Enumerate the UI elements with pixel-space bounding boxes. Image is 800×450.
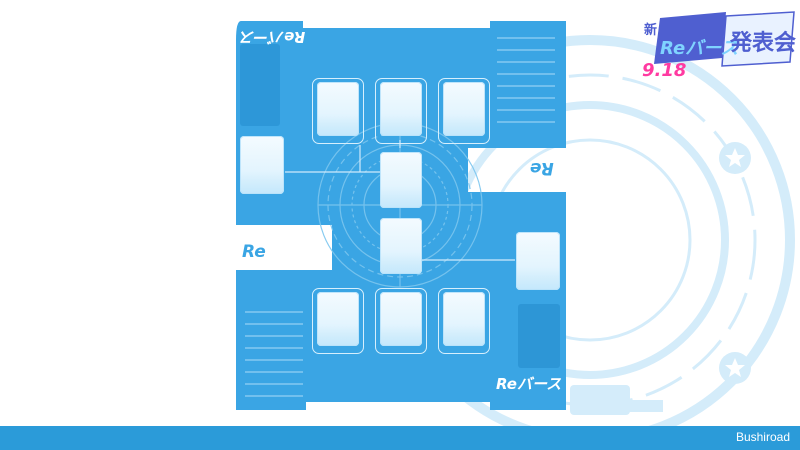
event-logo-brand: Reバース [660,38,738,59]
copyright-text: Bushiroad [735,430,790,444]
top-left-zone [240,44,280,126]
card-slot-center-bottom[interactable] [380,218,422,274]
card-slot-bottom-2[interactable] [380,292,422,346]
slot-frame-bottom-3 [438,288,490,354]
card-slot-right[interactable] [516,232,560,290]
card-slot-top-3[interactable] [443,82,485,136]
mat-logo-side-right: Re [530,158,554,178]
card-slot-top-2[interactable] [380,82,422,136]
slot-frame-bottom-2 [375,288,427,354]
slot-frame-bottom-1 [312,288,364,354]
mat-logo-side-left: Re [242,242,266,262]
footer-bar: Bushiroad [0,426,800,450]
mat-logo-bottom-right: Reバース [496,375,562,393]
slot-frame-top-3 [438,78,490,144]
event-logo-subtitle: 発表会 [729,30,796,56]
card-slot-left[interactable] [240,136,284,194]
card-slot-center-top[interactable] [380,152,422,208]
card-slot-top-1[interactable] [317,82,359,136]
event-logo-date: 9.18 [642,60,686,80]
slot-frame-top-2 [375,78,427,144]
card-slot-bottom-3[interactable] [443,292,485,346]
event-logo: 新 Reバース 発表会 9.18 [642,11,796,80]
card-slot-bottom-1[interactable] [317,292,359,346]
slot-frame-top-1 [312,78,364,144]
event-logo-title: 新 [644,22,657,38]
mat-logo-top-left: Reバース [240,28,306,46]
bottom-right-zone [518,304,560,368]
